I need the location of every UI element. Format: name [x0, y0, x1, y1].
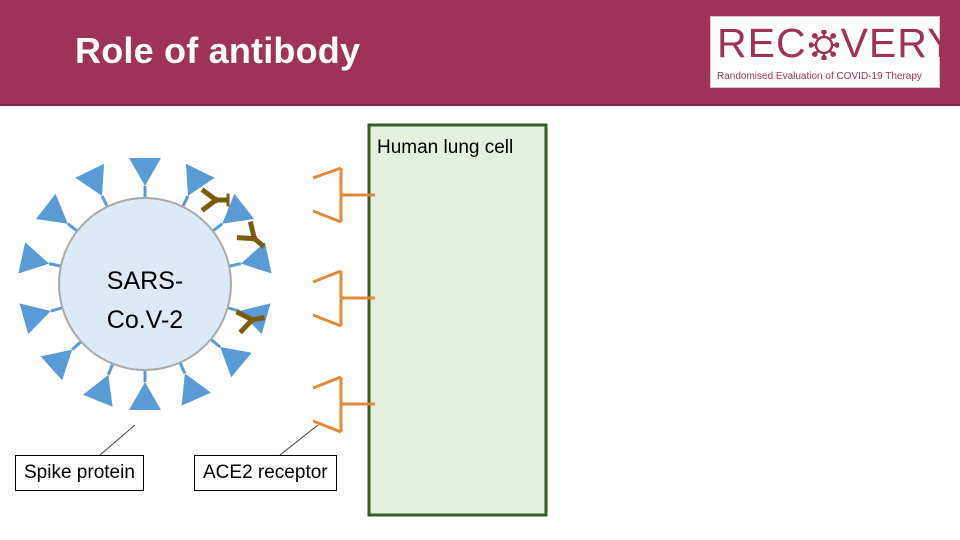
- spike-protein: [83, 374, 113, 407]
- spike-protein: [129, 158, 161, 186]
- ace2-receptor: [312, 375, 375, 434]
- spike-protein: [129, 382, 161, 410]
- virus-label-line-2: Co.V-2: [106, 306, 184, 334]
- ace2-receptor: [312, 166, 375, 224]
- spike-protein: [222, 193, 255, 224]
- spike-protein: [220, 347, 252, 378]
- header-bar: Role of antibody REC VERY Randomised Eva…: [0, 0, 960, 106]
- spike-protein: [185, 163, 215, 196]
- spike-protein: [75, 163, 105, 196]
- spike-protein: [19, 303, 51, 335]
- spike-protein: [18, 242, 50, 274]
- ace2-receptor: [312, 269, 375, 328]
- ace2-receptor-callout: ACE2 receptor: [194, 455, 337, 491]
- virus-label: SARS- Co.V-2: [90, 262, 200, 340]
- antibody: [236, 220, 266, 249]
- spike-protein: [35, 193, 68, 224]
- spike-protein: [181, 373, 211, 406]
- antibody: [200, 187, 230, 213]
- ace2-callout-leader: [279, 424, 319, 456]
- spike-protein: [240, 242, 272, 274]
- spike-protein: [40, 349, 73, 381]
- lung-cell-label: Human lung cell: [377, 137, 514, 158]
- antibodies: [200, 187, 266, 335]
- spike-proteins: [18, 158, 272, 410]
- page-title: Role of antibody: [75, 30, 361, 71]
- recovery-logo: REC VERY Randomised Evaluation of COVID-…: [710, 16, 955, 88]
- lung-cell: [367, 123, 548, 517]
- ace2-receptors: [312, 166, 375, 434]
- logo-word-start: REC: [717, 20, 807, 66]
- logo-word-end: VERY: [840, 20, 956, 66]
- logo-tagline: Randomised Evaluation of COVID-19 Therap…: [717, 71, 922, 82]
- virus-label-line-1: SARS-: [106, 267, 184, 295]
- antibody: [235, 309, 265, 335]
- spike-protein-callout: Spike protein: [15, 455, 144, 491]
- logo-wordmark: REC VERY: [717, 19, 956, 67]
- spike-callout-leader: [99, 424, 136, 456]
- virus-body: [58, 197, 232, 371]
- coronavirus-icon: [808, 30, 839, 60]
